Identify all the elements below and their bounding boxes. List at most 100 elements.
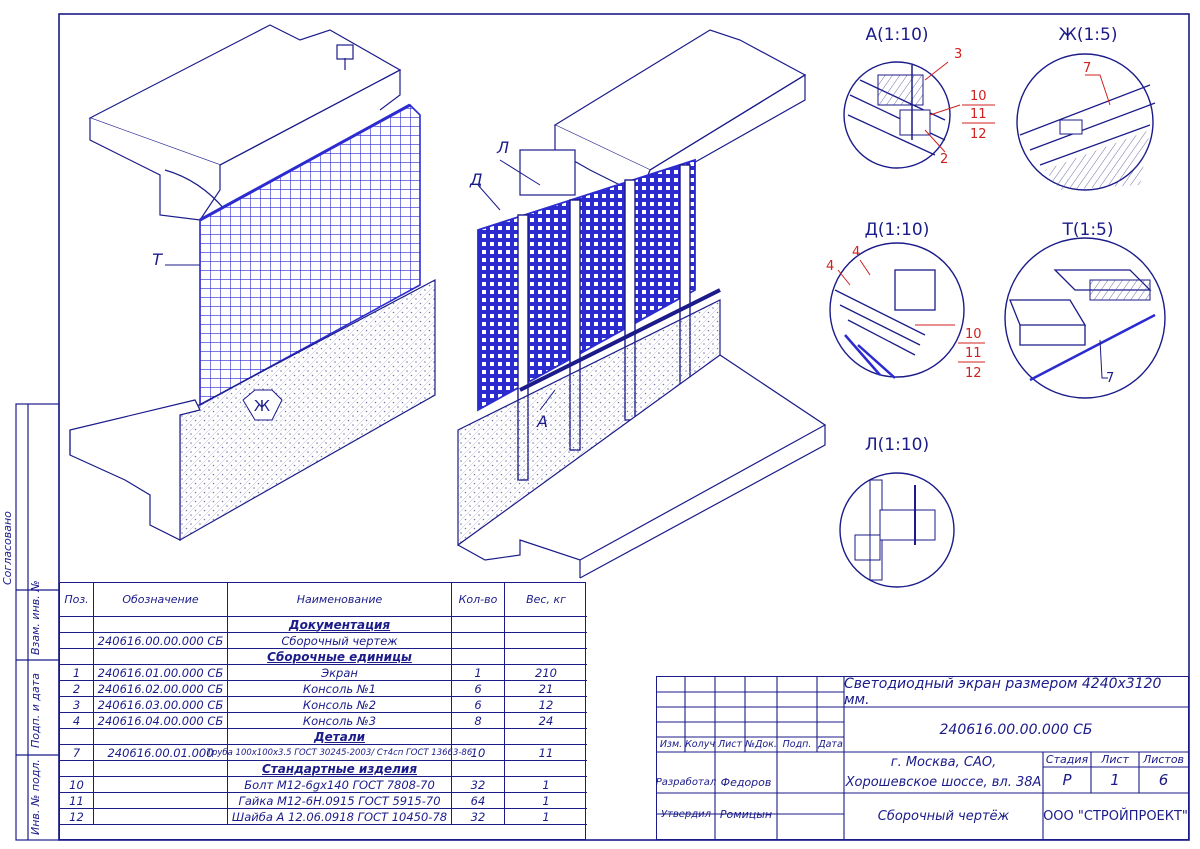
spec-code: 240616.00.01.000 [94, 745, 228, 761]
spec-weight: 210 [505, 665, 587, 681]
title-col-header-1: Колуч [685, 739, 715, 750]
detail-l-title: Л(1:10) [865, 435, 929, 455]
detail-d [829, 242, 985, 379]
title-stage-label: Стадия [1045, 753, 1089, 766]
spec-weight: 21 [505, 681, 587, 697]
spec-section-title: Сборочные единицы [228, 649, 452, 665]
spec-pos: 10 [60, 777, 94, 793]
spec-cell [452, 729, 505, 745]
spec-name: Экран [228, 665, 452, 681]
spec-cell [505, 761, 587, 777]
title-col-header-3: №Док. [745, 739, 777, 750]
spec-weight [505, 633, 587, 649]
title-approved-label: Утвердил [660, 808, 712, 820]
detail-d-label-4a: 4 [852, 245, 860, 260]
detail-a-label-11: 11 [970, 107, 987, 122]
spec-name: Труба 100х100х3.5 ГОСТ 30245-2003/ Ст4сп… [207, 745, 472, 761]
detail-d-label-4b: 4 [826, 259, 834, 274]
detail-d-label-11: 11 [965, 346, 982, 361]
title-sheet: 1 [1110, 771, 1120, 789]
spec-cell [94, 729, 228, 745]
spec-cell [505, 729, 587, 745]
title-approved-by: Ромицын [719, 807, 773, 821]
title-developed-label: Разработал [655, 777, 717, 788]
spec-code [94, 777, 228, 793]
spec-qty [452, 633, 505, 649]
callout-t: Т [152, 250, 163, 269]
callout-d: Д [469, 170, 483, 189]
detail-d-label-10: 10 [965, 327, 982, 342]
detail-zh [1016, 53, 1156, 191]
side-orig-inv: Инв. № подл. [29, 759, 42, 835]
spec-pos: 3 [60, 697, 94, 713]
spec-qty: 32 [452, 809, 505, 825]
spec-name: Консоль №2 [228, 697, 452, 713]
detail-l [839, 472, 955, 588]
spec-pos: 11 [60, 793, 94, 809]
title-col-header-4: Подп. [782, 739, 812, 750]
spec-cell [60, 729, 94, 745]
callout-a: А [536, 412, 548, 431]
title-block: Светодиодный экран размером 4240х3120 мм… [656, 676, 1189, 840]
spec-cell [452, 649, 505, 665]
side-sign-date: Подп. и дата [29, 673, 42, 748]
title-address-2: Хорошевское шоссе, вл. 38А [845, 774, 1042, 790]
spec-qty: 6 [452, 697, 505, 713]
title-sheets-label: Листов [1142, 753, 1185, 766]
spec-pos: 4 [60, 713, 94, 729]
detail-d-label-12: 12 [965, 366, 982, 381]
side-replaced-inv: Взам. инв. № [29, 580, 42, 655]
spec-weight: 12 [505, 697, 587, 713]
detail-t-label-7: 7 [1106, 371, 1114, 386]
spec-section-title: Стандартные изделия [228, 761, 452, 777]
spec-section-title: Документация [228, 617, 452, 633]
spec-name: Шайба А 12.06.0918 ГОСТ 10450-78 [228, 809, 452, 825]
detail-a-label-2: 2 [940, 152, 948, 167]
spec-cell [94, 761, 228, 777]
spec-weight: 1 [505, 809, 587, 825]
spec-code: 240616.00.00.000 СБ [94, 633, 228, 649]
spec-pos: 1 [60, 665, 94, 681]
spec-header-4: Вес, кг [505, 583, 587, 617]
spec-name: Болт М12-6gх140 ГОСТ 7808-70 [228, 777, 452, 793]
spec-cell [60, 617, 94, 633]
spec-cell [60, 761, 94, 777]
spec-weight: 24 [505, 713, 587, 729]
spec-code: 240616.02.00.000 СБ [94, 681, 228, 697]
title-stage: Р [1062, 771, 1072, 789]
title-col-header-0: Изм. [659, 739, 683, 750]
callout-zh: Ж [254, 397, 270, 415]
spec-qty: 1 [452, 665, 505, 681]
title-company: ООО "СТРОЙПРОЕКТ" [1043, 808, 1188, 824]
title-address-1: г. Москва, САО, [890, 754, 997, 770]
spec-code [94, 809, 228, 825]
title-sheet-label: Лист [1101, 753, 1129, 766]
title-col-header-5: Дата [818, 739, 843, 750]
title-doc-code: 240616.00.00.000 СБ [939, 721, 1093, 738]
main-view-left [69, 24, 436, 542]
detail-a-label-10: 10 [970, 89, 987, 104]
spec-qty: 8 [452, 713, 505, 729]
callout-l: Л [496, 138, 509, 157]
side-agreed: Согласовано [1, 511, 14, 585]
spec-code: 240616.04.00.000 СБ [94, 713, 228, 729]
spec-name: Сборочный чертеж [228, 633, 452, 649]
spec-pos [60, 633, 94, 649]
spec-name: Консоль №1 [228, 681, 452, 697]
detail-d-title: Д(1:10) [865, 220, 930, 240]
title-sheets: 6 [1158, 771, 1169, 789]
spec-cell [505, 617, 587, 633]
spec-cell [452, 761, 505, 777]
spec-name: Гайка М12-6Н.0915 ГОСТ 5915-70 [228, 793, 452, 809]
spec-cell [94, 649, 228, 665]
detail-a-label-3: 3 [954, 47, 962, 62]
detail-a [843, 61, 995, 169]
spec-cell [60, 649, 94, 665]
spec-qty: 64 [452, 793, 505, 809]
spec-cell [505, 649, 587, 665]
spec-header-1: Обозначение [94, 583, 228, 617]
spec-header-3: Кол-во [452, 583, 505, 617]
detail-t-title: Т(1:5) [1061, 220, 1113, 240]
spec-cell [94, 617, 228, 633]
